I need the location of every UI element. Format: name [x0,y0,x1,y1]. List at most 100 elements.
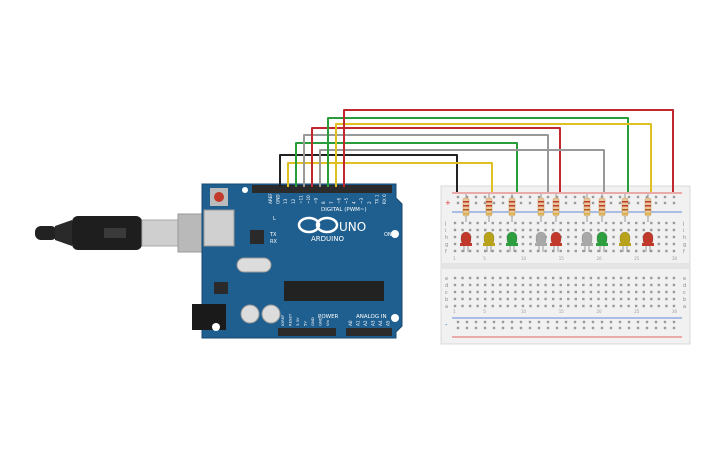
breadboard-hole[interactable] [635,290,638,294]
rail-hole[interactable] [591,326,595,330]
breadboard-hole[interactable] [521,297,525,301]
breadboard-hole[interactable] [484,228,487,232]
breadboard-hole[interactable] [597,221,600,225]
breadboard-hole[interactable] [672,276,676,280]
breadboard-hole[interactable] [499,249,502,253]
breadboard-hole[interactable] [612,304,615,308]
breadboard-hole[interactable] [597,283,600,287]
resistor[interactable] [598,194,606,222]
breadboard-hole[interactable] [551,283,555,287]
rail-hole[interactable] [528,326,532,330]
breadboard-hole[interactable] [582,249,585,253]
rail-hole[interactable] [519,320,523,324]
rail-hole[interactable] [492,201,496,205]
jumper-wire[interactable] [319,149,605,192]
rail-hole[interactable] [564,326,568,330]
led-white[interactable] [581,231,593,252]
breadboard-hole[interactable] [514,304,517,308]
breadboard-hole[interactable] [574,249,577,253]
resistors[interactable] [462,194,652,222]
jumper-wire[interactable] [343,109,674,192]
breadboard-hole[interactable] [597,228,600,232]
breadboard-hole[interactable] [491,249,494,253]
rail-hole[interactable] [456,326,460,330]
breadboard-hole[interactable] [476,304,479,308]
breadboard-hole[interactable] [491,283,494,287]
breadboard-hole[interactable] [635,235,638,239]
breadboard-hole[interactable] [665,290,668,294]
rail-hole[interactable] [618,201,622,205]
breadboard-hole[interactable] [612,228,615,232]
breadboard-hole[interactable] [484,290,487,294]
breadboard-hole[interactable] [604,221,608,225]
breadboard-hole[interactable] [529,221,532,225]
breadboard-hole[interactable] [461,221,464,225]
rail-hole[interactable] [501,195,505,199]
breadboard-hole[interactable] [650,283,653,287]
reset-button[interactable] [214,192,224,202]
rail-hole[interactable] [591,320,595,324]
breadboard-hole[interactable] [461,297,464,301]
breadboard-hole[interactable] [567,297,570,301]
led-green[interactable] [506,231,518,252]
resistor[interactable] [644,194,652,222]
rail-hole[interactable] [483,201,487,205]
rail-hole[interactable] [618,320,622,324]
rail-hole[interactable] [654,201,658,205]
breadboard-hole[interactable] [536,221,540,225]
breadboard-hole[interactable] [627,221,630,225]
breadboard-hole[interactable] [567,276,570,280]
breadboard-hole[interactable] [642,283,645,287]
breadboard-hole[interactable] [612,290,615,294]
breadboard-hole[interactable] [612,249,615,253]
rail-hole[interactable] [636,326,640,330]
breadboard-hole[interactable] [453,297,457,301]
breadboard-hole[interactable] [657,249,661,253]
breadboard-hole[interactable] [521,304,525,308]
rail-hole[interactable] [582,326,586,330]
breadboard-hole[interactable] [567,242,570,246]
breadboard-hole[interactable] [521,242,525,246]
breadboard-hole[interactable] [657,221,661,225]
breadboard-hole[interactable] [635,276,638,280]
rail-hole[interactable] [456,320,460,324]
breadboard-hole[interactable] [650,249,653,253]
resistor[interactable] [583,194,591,222]
breadboard-hole[interactable] [582,297,585,301]
jumper-wire[interactable] [327,117,629,192]
breadboard-hole[interactable] [582,221,585,225]
breadboard-hole[interactable] [551,221,555,225]
breadboard-hole[interactable] [635,304,638,308]
breadboard-hole[interactable] [499,242,502,246]
breadboard-hole[interactable] [536,297,540,301]
breadboard-hole[interactable] [484,283,487,287]
rail-hole[interactable] [537,326,541,330]
breadboard-hole[interactable] [551,276,555,280]
breadboard-hole[interactable] [665,242,668,246]
breadboard-hole[interactable] [476,228,479,232]
breadboard-hole[interactable] [567,228,570,232]
breadboard-hole[interactable] [574,297,577,301]
breadboard-hole[interactable] [604,297,608,301]
rail-hole[interactable] [474,326,478,330]
breadboard-hole[interactable] [484,297,487,301]
breadboard-hole[interactable] [514,276,517,280]
breadboard-hole[interactable] [672,249,676,253]
breadboard-hole[interactable] [672,304,676,308]
rail-hole[interactable] [537,195,541,199]
breadboard-hole[interactable] [559,276,562,280]
breadboard-hole[interactable] [574,276,577,280]
breadboard-hole[interactable] [529,297,532,301]
breadboard-hole[interactable] [642,304,645,308]
breadboard-hole[interactable] [619,221,623,225]
rail-hole[interactable] [564,320,568,324]
breadboard-hole[interactable] [612,283,615,287]
rail-hole[interactable] [501,201,505,205]
breadboard-hole[interactable] [551,290,555,294]
jumper-wire[interactable] [279,154,458,192]
rail-hole[interactable] [582,195,586,199]
breadboard-hole[interactable] [657,235,661,239]
breadboard-hole[interactable] [529,276,532,280]
led-red[interactable] [460,231,472,252]
resistor[interactable] [508,194,516,222]
